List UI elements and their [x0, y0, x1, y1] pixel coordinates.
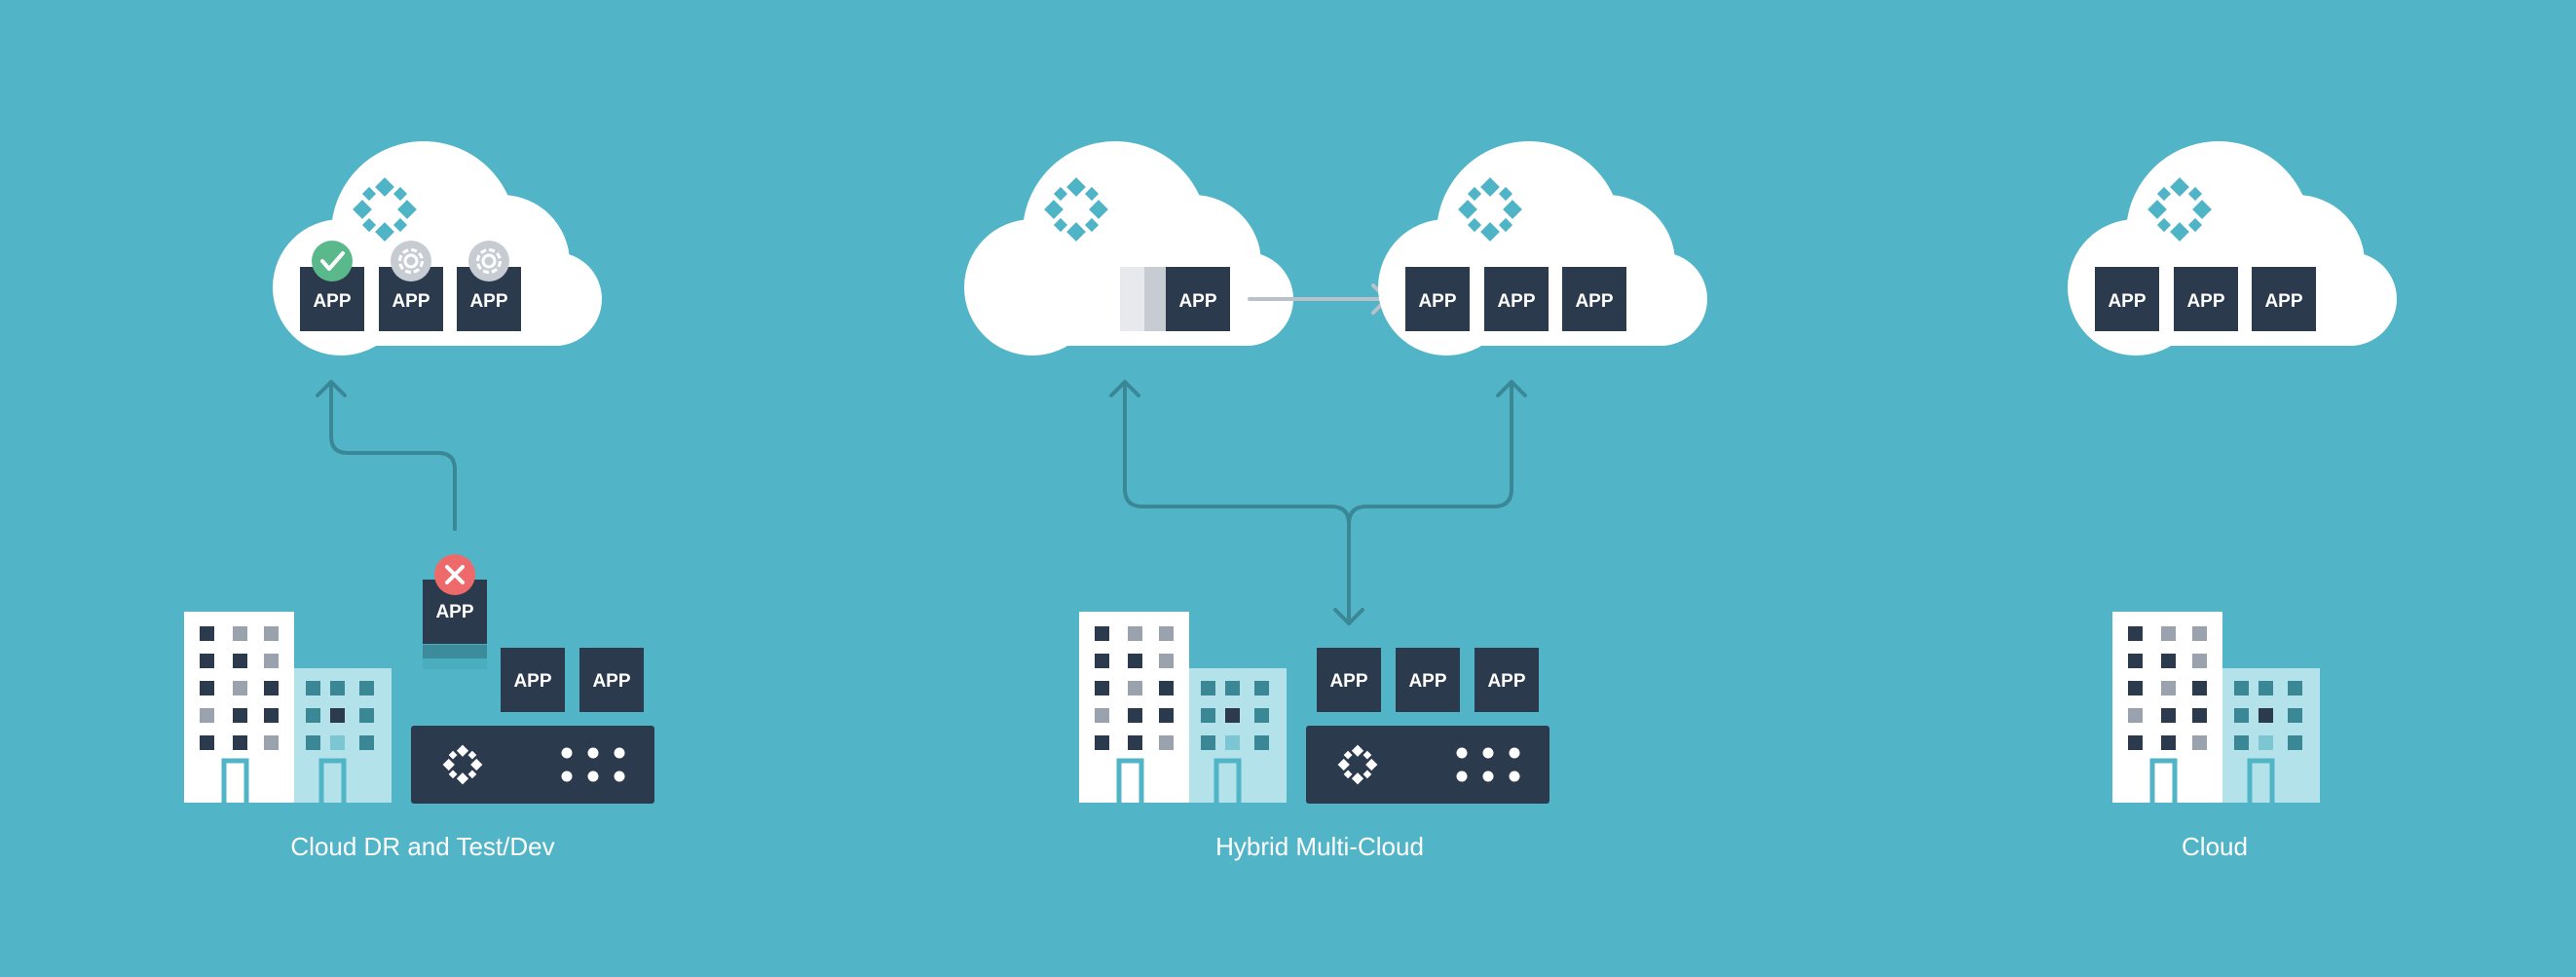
- svg-text:APP: APP: [1487, 671, 1525, 692]
- app-box: APP: [1396, 648, 1460, 712]
- server-appliance: [1306, 726, 1549, 804]
- app-box: APP: [1405, 267, 1470, 331]
- scenario-caption: Cloud DR and Test/Dev: [290, 832, 554, 861]
- svg-text:APP: APP: [2264, 291, 2302, 312]
- app-box: APP: [2095, 267, 2159, 331]
- server-appliance: [411, 726, 654, 804]
- error-x-icon: [434, 554, 475, 595]
- office-buildings-icon: [2112, 612, 2320, 803]
- scenario-caption: Hybrid Multi-Cloud: [1215, 832, 1424, 861]
- scenario-cloud-dr: APP APP APP APP: [184, 141, 654, 861]
- office-buildings-icon: [1079, 612, 1287, 803]
- failover-arrow: [316, 380, 457, 531]
- scenario-caption: Cloud: [2182, 832, 2248, 861]
- gear-icon: [389, 239, 433, 283]
- gear-icon: [467, 239, 511, 283]
- office-buildings-icon: [184, 612, 392, 803]
- scenario-cloud: APP APP APP Cloud: [2068, 141, 2397, 861]
- svg-text:APP: APP: [513, 671, 551, 692]
- branching-arrows: [1109, 380, 1527, 625]
- app-box: APP: [501, 648, 565, 712]
- svg-text:APP: APP: [1408, 671, 1446, 692]
- app-box: APP: [1562, 267, 1626, 331]
- app-box: APP: [2252, 267, 2316, 331]
- svg-text:APP: APP: [435, 602, 473, 622]
- svg-text:APP: APP: [2108, 291, 2146, 312]
- svg-text:APP: APP: [1575, 291, 1613, 312]
- app-box: APP: [1317, 648, 1381, 712]
- svg-text:APP: APP: [469, 291, 507, 312]
- svg-text:APP: APP: [1329, 671, 1367, 692]
- svg-text:APP: APP: [1497, 291, 1535, 312]
- migrating-app: APP: [1120, 267, 1230, 331]
- app-box: APP: [1484, 267, 1549, 331]
- svg-text:APP: APP: [392, 291, 429, 312]
- svg-text:APP: APP: [592, 671, 630, 692]
- app-box: APP: [579, 648, 644, 712]
- svg-text:APP: APP: [313, 291, 351, 312]
- app-box: APP: [1475, 648, 1539, 712]
- success-check-icon: [312, 241, 353, 282]
- svg-text:APP: APP: [2186, 291, 2224, 312]
- app-box: APP: [457, 267, 521, 331]
- scenario-hybrid-multi-cloud: APP APP APP APP A: [964, 141, 1707, 861]
- svg-text:APP: APP: [1178, 291, 1216, 312]
- app-box: APP: [2174, 267, 2238, 331]
- svg-text:APP: APP: [1418, 291, 1456, 312]
